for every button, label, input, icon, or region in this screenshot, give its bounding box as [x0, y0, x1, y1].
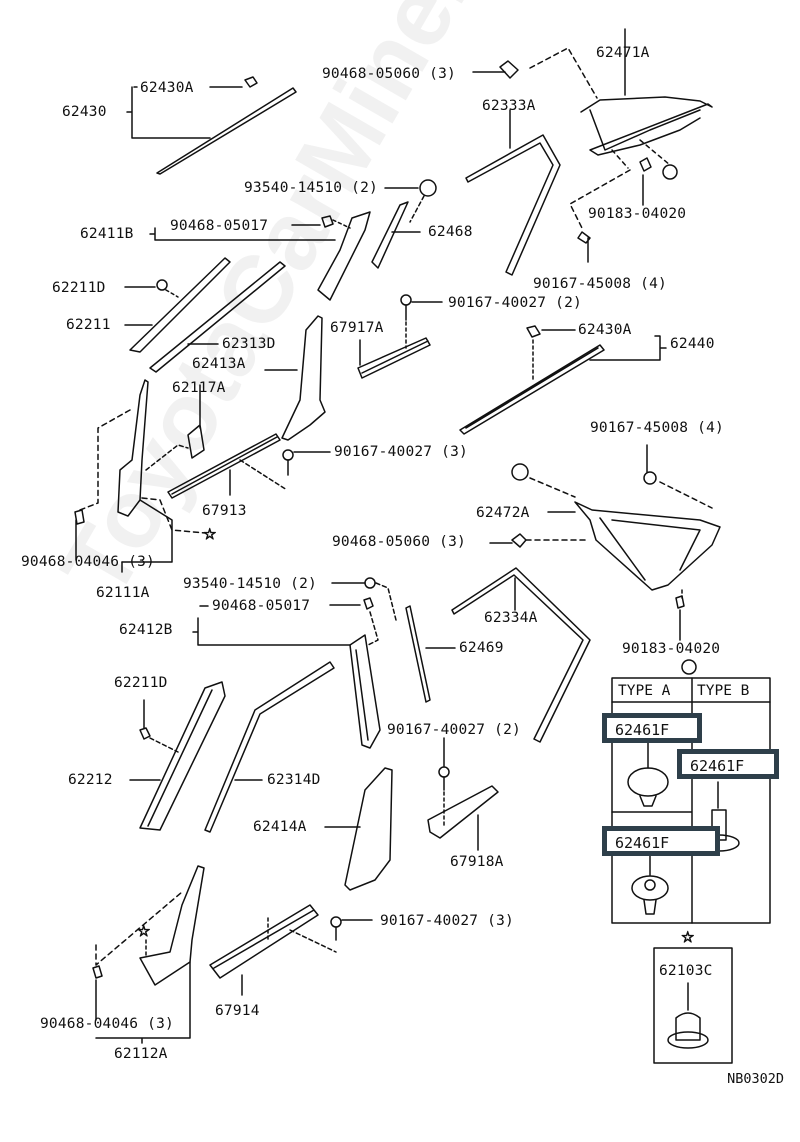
- label-62313D[interactable]: 62313D: [222, 336, 276, 352]
- label-62430A-top[interactable]: 62430A: [140, 80, 194, 96]
- label-90468-05017-mid[interactable]: 90468-05017: [212, 598, 311, 614]
- label-62440[interactable]: 62440: [670, 336, 715, 352]
- label-67918A[interactable]: 67918A: [450, 854, 504, 870]
- label-90167-45008-top[interactable]: 90167-45008 (4): [533, 276, 667, 292]
- label-62469[interactable]: 62469: [459, 640, 504, 656]
- label-62211D-low[interactable]: 62211D: [114, 675, 168, 691]
- part-62461F-type-a-upper[interactable]: 62461F: [615, 721, 670, 739]
- clip-type-table-drawing: ☆: [611, 659, 771, 1064]
- label-90183-04020-top[interactable]: 90183-04020: [588, 206, 687, 222]
- label-62211D-top[interactable]: 62211D: [52, 280, 106, 296]
- label-62413A[interactable]: 62413A: [192, 356, 246, 372]
- label-90468-05017-top[interactable]: 90468-05017: [170, 218, 269, 234]
- part-67917A-drawing: [357, 294, 443, 379]
- label-62472A[interactable]: 62472A: [476, 505, 530, 521]
- part-62411B-drawing: [149, 211, 371, 301]
- label-90468-04046-top[interactable]: 90468-04046 (3): [21, 554, 155, 570]
- label-62314D[interactable]: 62314D: [267, 772, 321, 788]
- part-67913-drawing: [167, 433, 331, 499]
- part-62461F-type-b[interactable]: 62461F: [690, 757, 745, 775]
- part-62472A-drawing: [489, 444, 721, 641]
- label-62117A[interactable]: 62117A: [172, 380, 226, 396]
- label-62211[interactable]: 62211: [66, 317, 111, 333]
- part-62314D-drawing: [204, 661, 335, 833]
- part-62333A-drawing: [465, 109, 561, 276]
- label-62111A[interactable]: 62111A: [96, 585, 150, 601]
- part-62468-drawing: [371, 179, 437, 269]
- label-90167-40027-2-top[interactable]: 90167-40027 (2): [448, 295, 582, 311]
- part-62461F-type-a-lower[interactable]: 62461F: [615, 834, 670, 852]
- label-62212[interactable]: 62212: [68, 772, 113, 788]
- label-90468-05060-mid[interactable]: 90468-05060 (3): [332, 534, 466, 550]
- part-62440-drawing: [459, 325, 667, 435]
- svg-text:☆: ☆: [681, 928, 694, 946]
- label-62112A[interactable]: 62112A: [114, 1046, 168, 1062]
- label-62468[interactable]: 62468: [428, 224, 473, 240]
- part-62212-drawing: [129, 681, 226, 831]
- reference-code: NB0302D: [727, 1071, 784, 1087]
- label-62471A[interactable]: 62471A: [596, 45, 650, 61]
- label-67913[interactable]: 67913: [202, 503, 247, 519]
- part-62334A-drawing: [451, 567, 591, 743]
- label-90468-05060-top[interactable]: 90468-05060 (3): [322, 66, 456, 82]
- highlight-62461F-type-a-lower[interactable]: 62461F: [602, 826, 720, 856]
- label-90468-04046-low[interactable]: 90468-04046 (3): [40, 1016, 174, 1032]
- label-93540-14510-top[interactable]: 93540-14510 (2): [244, 180, 378, 196]
- label-93540-14510-mid[interactable]: 93540-14510 (2): [183, 576, 317, 592]
- type-a-header: TYPE A: [618, 683, 671, 699]
- label-62412B[interactable]: 62412B: [119, 622, 173, 638]
- part-62430-drawing: [126, 76, 297, 175]
- label-90167-40027-2-low[interactable]: 90167-40027 (2): [387, 722, 521, 738]
- label-62430[interactable]: 62430: [62, 104, 107, 120]
- part-62412B-drawing: [192, 597, 381, 749]
- label-62414A[interactable]: 62414A: [253, 819, 307, 835]
- label-62334A[interactable]: 62334A: [484, 610, 538, 626]
- highlight-62461F-type-a-upper[interactable]: 62461F: [602, 713, 702, 743]
- part-67914-drawing: [209, 904, 373, 996]
- label-90183-04020-mid[interactable]: 90183-04020: [622, 641, 721, 657]
- label-67917A[interactable]: 67917A: [330, 320, 384, 336]
- label-90167-45008-mid[interactable]: 90167-45008 (4): [590, 420, 724, 436]
- part-62413A-drawing: [264, 315, 326, 441]
- part-67918A-drawing: [427, 737, 499, 851]
- label-90167-40027-3-low[interactable]: 90167-40027 (3): [380, 913, 514, 929]
- label-62430A-mid[interactable]: 62430A: [578, 322, 632, 338]
- part-62112A-drawing: ☆: [92, 865, 205, 1044]
- label-62103C[interactable]: 62103C: [659, 963, 713, 979]
- part-62471A-drawing: [472, 28, 713, 263]
- part-62211-drawing: [124, 257, 286, 373]
- part-62469-drawing: [331, 577, 456, 703]
- label-62333A[interactable]: 62333A: [482, 98, 536, 114]
- label-90167-40027-3-top[interactable]: 90167-40027 (3): [334, 444, 468, 460]
- part-62414A-drawing: [324, 767, 393, 891]
- part-62111A-drawing: ☆: [74, 379, 217, 573]
- svg-text:☆: ☆: [137, 922, 150, 940]
- highlight-62461F-type-b[interactable]: 62461F: [677, 749, 779, 779]
- type-b-header: TYPE B: [697, 683, 750, 699]
- svg-text:☆: ☆: [203, 525, 216, 543]
- label-67914[interactable]: 67914: [215, 1003, 260, 1019]
- label-62411B[interactable]: 62411B: [80, 226, 134, 242]
